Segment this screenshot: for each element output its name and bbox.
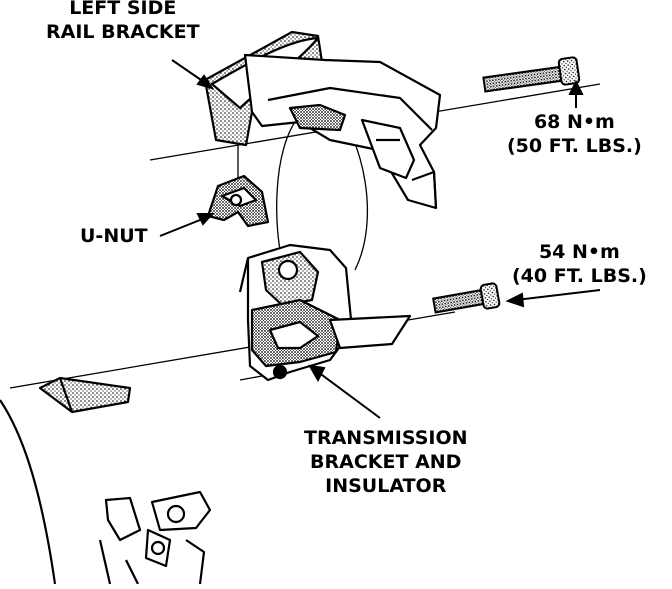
lower-centerline-ext [239,375,263,381]
u-nut-label: U-NUT [80,225,148,247]
case-boss-3-hole [150,540,166,556]
transmission-case [0,376,212,585]
rail-bracket-label-line1: LEFT SIDE [69,0,177,19]
trans-bracket-label-line2: BRACKET AND [310,451,462,473]
rail-bracket-leader [171,59,215,90]
lower-torque-metric: 54 N•m [538,241,620,263]
bracket-edge [238,257,250,293]
insulator-stud [277,259,299,281]
case-mount-edge [58,377,74,413]
frame-rail-foot [411,170,438,209]
frame-rail-slot [360,118,416,180]
trans-bracket-label-line1: TRANSMISSION [304,427,468,449]
rail-bracket-label-line2: RAIL BRACKET [46,21,200,43]
insulator-base-bolt [272,364,288,380]
trans-bracket-leader [308,364,381,419]
bracket-arm [328,314,412,350]
u-nut-hole [229,193,243,207]
transmission-bracket-and-insulator [238,243,412,382]
trans-bracket-label-line3: INSULATOR [325,475,447,497]
upper-bolt [482,56,581,93]
case-rib-3 [125,559,139,585]
case-rib-2 [98,539,112,585]
upper-torque-arrow [568,79,584,108]
upper-bolt-shank [482,65,566,93]
trans-bracket-label: TRANSMISSION BRACKET AND INSULATOR [304,426,468,498]
upper-bolt-head [557,56,581,86]
upper-torque-metric: 68 N•m [533,111,615,133]
insulator-pocket [268,320,320,350]
left-side-rail-bracket [203,30,442,210]
upper-torque-label: 68 N•m (50 FT. LBS.) [507,110,642,158]
frame-rail-shadow [288,103,347,132]
case-boss-1 [104,496,142,542]
u-nut-leader [159,213,215,237]
upper-torque-imperial: (50 FT. LBS.) [507,135,642,157]
lower-bolt-head [479,282,501,310]
case-boss-hole [166,504,186,524]
case-mount-pad [38,376,132,414]
case-outline-left [0,399,57,585]
lower-bolt [432,282,501,314]
frame-rail-edge [267,86,433,131]
rail-bracket-label: LEFT SIDE RAIL BRACKET [46,0,200,44]
lower-torque-label: 54 N•m (40 FT. LBS.) [512,240,647,288]
u-nut [206,174,270,228]
frame-rail [243,53,442,210]
case-rib-1 [185,539,206,585]
lower-torque-imperial: (40 FT. LBS.) [512,265,647,287]
lower-torque-arrow [505,289,601,308]
lower-bolt-shank [432,288,488,314]
